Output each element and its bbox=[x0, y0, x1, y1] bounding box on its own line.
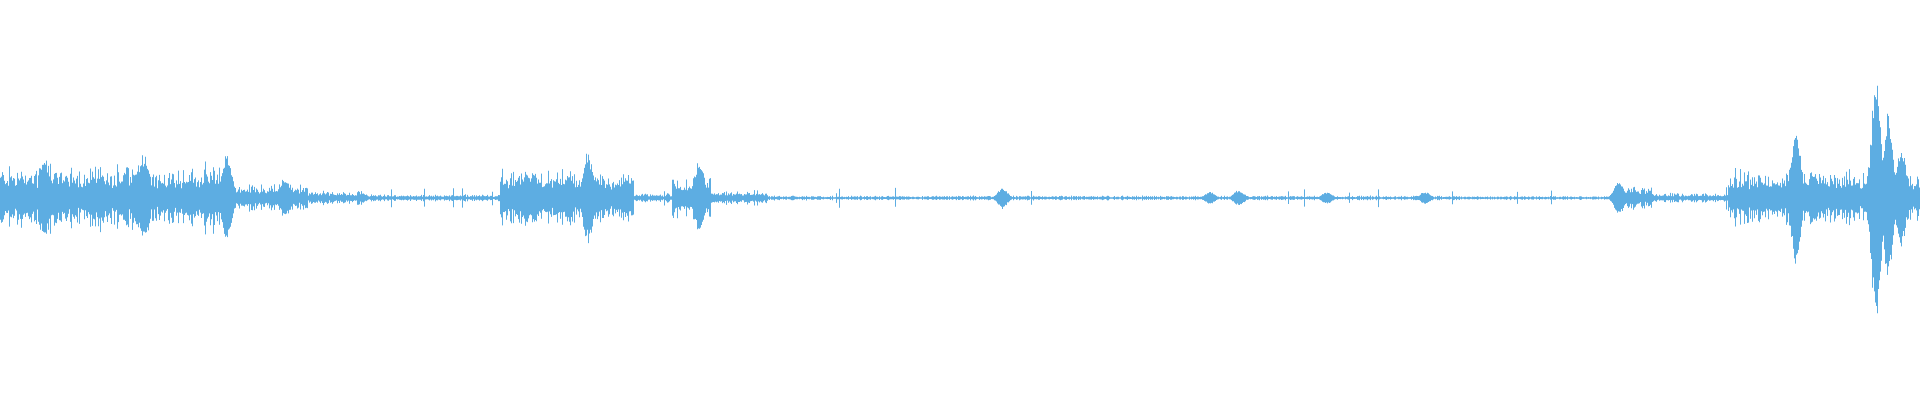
waveform-bars bbox=[0, 85, 1920, 314]
waveform-path bbox=[0, 85, 1920, 314]
